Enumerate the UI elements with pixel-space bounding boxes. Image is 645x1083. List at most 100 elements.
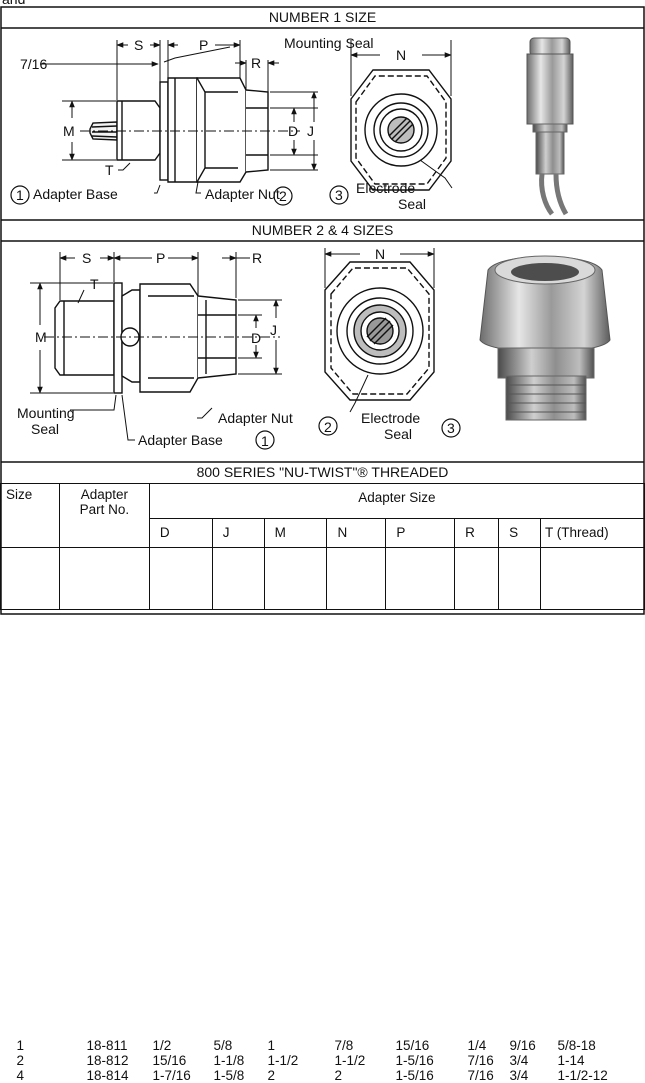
p-column: 15/16 1-5/16 1-5/16 (396, 1038, 434, 1083)
t-thread-column: 5/8-18 1-14 1-1/2-12 (558, 1038, 608, 1083)
circle-3-number: 3 (335, 187, 343, 203)
mounting-seal-label: Mounting Seal (284, 35, 374, 51)
electrode-label: Electrode (356, 180, 416, 196)
adapter-base-label-2: Adapter Base (138, 432, 223, 448)
j-column: 5/8 1-1/8 1-5/8 (214, 1038, 245, 1083)
cell-d: 15/16 (152, 1052, 187, 1068)
dim-m-label: M (63, 123, 75, 139)
col-part-line-2: Part No. (79, 502, 130, 517)
cell-m: 1 (267, 1037, 276, 1053)
cell-p: 1-5/16 (395, 1067, 434, 1083)
cell-p: 15/16 (395, 1037, 430, 1053)
data-row-block: 1 2 4 18-811 18-812 18-814 1/2 15/16 1-7… (0, 547, 645, 1083)
sub-header-t-thread: T (Thread) (540, 518, 645, 548)
cell-t: 1-14 (557, 1052, 585, 1068)
dim-d-label-2: D (251, 330, 262, 346)
d-column: 1/2 15/16 1-7/16 (153, 1038, 191, 1083)
dim-r-label: R (251, 55, 262, 71)
section-2-title: NUMBER 2 & 4 SIZES (251, 222, 394, 238)
cell-j: 1-1/8 (213, 1052, 245, 1068)
top-fragment-text: and (2, 0, 25, 7)
mounting-seal-word: Seal (31, 421, 60, 437)
dim-d-label: D (288, 123, 299, 139)
r-column: 1/4 7/16 7/16 (468, 1038, 494, 1083)
adapter-photo-1 (526, 37, 574, 216)
adapter-side-view-2 (54, 282, 237, 394)
electrode-label-2: Electrode (361, 410, 421, 426)
cell-t: 1-1/2-12 (557, 1067, 608, 1083)
sub-header-n: N (326, 518, 387, 548)
dim-n-label-2: N (375, 246, 386, 262)
cell-d: 1-7/16 (152, 1067, 191, 1083)
cell-m: 2 (267, 1067, 276, 1083)
spec-table: Size Adapter Part No. Adapter Size D J M… (0, 483, 645, 1083)
cell-r: 7/16 (467, 1067, 494, 1083)
dim-s-label: S (134, 37, 144, 53)
dim-j-label-2: J (270, 322, 277, 338)
dim-t-label-2: T (90, 276, 99, 292)
cell-m: 1-1/2 (267, 1052, 299, 1068)
dim-p-label-2: P (156, 250, 166, 266)
circle-2-number-2: 2 (324, 419, 332, 435)
cell-p: 1-5/16 (395, 1052, 434, 1068)
table-row-size: 4 (16, 1067, 25, 1083)
hex-end-view-1 (350, 69, 452, 191)
adapter-photo-2 (479, 255, 611, 421)
col-part-line-1: Adapter (80, 487, 129, 502)
dim-n-label: N (396, 47, 407, 63)
cell-s: 3/4 (509, 1067, 529, 1083)
adapter-size-group-header: Adapter Size (148, 483, 645, 519)
part-column: 18-811 18-812 18-814 (87, 1038, 129, 1083)
circle-3-number-2: 3 (447, 420, 455, 436)
seal-label: Seal (398, 196, 427, 212)
table-title: 800 SERIES "NU-TWIST"® THREADED (196, 464, 449, 480)
dim-7-16-label: 7/16 (20, 56, 48, 72)
dimension-lines-1 (40, 40, 318, 194)
n-column: 7/8 1-1/2 2 (335, 1038, 366, 1083)
size-column: 1 2 4 (17, 1038, 25, 1083)
sub-header-d: D (148, 518, 213, 548)
section-1-title: NUMBER 1 SIZE (268, 9, 377, 25)
cell-d: 1/2 (152, 1037, 172, 1053)
table-row-part: 18-811 (86, 1037, 128, 1053)
cell-n: 1-1/2 (334, 1052, 366, 1068)
col-part-header: Adapter Part No. (58, 483, 150, 548)
mounting-label: Mounting (17, 405, 75, 421)
dim-j-label: J (307, 123, 314, 139)
cell-j: 1-5/8 (213, 1067, 245, 1083)
adapter-base-label: Adapter Base (33, 186, 118, 202)
table-row-part: 18-814 (86, 1067, 129, 1083)
dim-m-label-2: M (35, 329, 47, 345)
dim-t-label: T (105, 162, 114, 178)
cell-n: 2 (334, 1067, 343, 1083)
hex-end-view-2 (324, 261, 435, 401)
s-column: 9/16 3/4 3/4 (510, 1038, 536, 1083)
cell-r: 1/4 (467, 1037, 487, 1053)
cell-r: 7/16 (467, 1052, 494, 1068)
cell-j: 5/8 (213, 1037, 233, 1053)
circle-1-number: 1 (16, 187, 24, 203)
col-size-header: Size (0, 483, 60, 548)
adapter-nut-label: Adapter Nut (205, 186, 280, 202)
circle-1-number-2: 1 (261, 433, 269, 449)
m-column: 1 1-1/2 2 (268, 1038, 299, 1083)
sub-header-s: S (498, 518, 542, 548)
seal-label-2: Seal (384, 426, 413, 442)
adapter-side-view-1 (89, 77, 269, 183)
sub-header-j: J (211, 518, 265, 548)
dim-r-label-2: R (252, 250, 263, 266)
sub-header-row: D J M N P R S T (Thread) (1, 518, 645, 548)
sub-header-p: P (385, 518, 456, 548)
table-row-size: 1 (16, 1037, 25, 1053)
circle-2-number: 2 (279, 188, 287, 204)
table-row-size: 2 (16, 1052, 25, 1068)
dimension-lines-2 (30, 252, 282, 441)
diagram-drawing (0, 6, 645, 615)
sub-header-m: M (263, 518, 328, 548)
dim-s-label-2: S (82, 250, 92, 266)
adapter-nut-label-2: Adapter Nut (218, 410, 293, 426)
cell-n: 7/8 (334, 1037, 354, 1053)
dim-p-label: P (199, 37, 209, 53)
cell-s: 9/16 (509, 1037, 536, 1053)
cell-s: 3/4 (509, 1052, 529, 1068)
